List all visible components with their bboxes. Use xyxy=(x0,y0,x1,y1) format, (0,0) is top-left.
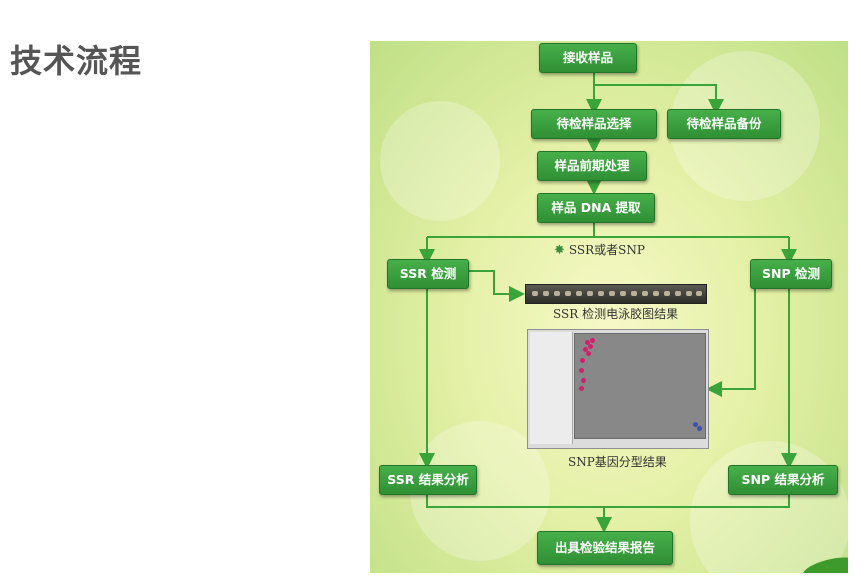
background-bubble xyxy=(380,101,500,221)
node-receive: 接收样品 xyxy=(539,43,637,73)
snp-sidebar xyxy=(530,332,573,444)
gel-band xyxy=(631,291,637,296)
snp-point xyxy=(693,422,698,427)
gel-band xyxy=(642,291,648,296)
node-backup: 待检样品备份 xyxy=(667,109,781,139)
node-snp-analysis: SNP 结果分析 xyxy=(728,465,838,495)
line-merge xyxy=(426,493,790,508)
node-select: 待检样品选择 xyxy=(531,109,657,139)
branch-label: ✸SSR或者SNP xyxy=(554,239,645,258)
snp-point xyxy=(580,358,585,363)
gel-band xyxy=(620,291,626,296)
node-extract: 样品 DNA 提取 xyxy=(537,193,655,223)
snp-point xyxy=(586,351,591,356)
snp-point xyxy=(588,344,593,349)
snp-point xyxy=(583,347,588,352)
node-ssr-analysis: SSR 结果分析 xyxy=(379,465,477,495)
arrow-snp-genotype xyxy=(706,285,756,397)
snp-point xyxy=(581,378,586,383)
node-report: 出具检验结果报告 xyxy=(537,531,673,565)
gel-band xyxy=(576,291,582,296)
gel-image xyxy=(525,284,707,304)
workflow-diagram: 接收样品 待检样品选择 待检样品备份 样品前期处理 样品 DNA 提取 ✸SSR… xyxy=(370,41,848,573)
snp-point xyxy=(585,340,590,345)
arrow-receive-backup xyxy=(594,84,724,115)
gel-band xyxy=(696,291,702,296)
snp-genotype-image xyxy=(527,329,709,449)
branch-text: SSR或者SNP xyxy=(568,243,645,257)
gel-band xyxy=(686,291,692,296)
flower-icon: ✸ xyxy=(554,243,565,258)
gel-band xyxy=(653,291,659,296)
node-ssr-detect: SSR 检测 xyxy=(387,259,469,289)
gel-caption: SSR 检测电泳胶图结果 xyxy=(553,307,679,321)
gel-band xyxy=(565,291,571,296)
snp-caption: SNP基因分型结果 xyxy=(568,455,667,469)
gel-band xyxy=(664,291,670,296)
snp-scatter-plot xyxy=(574,333,706,439)
gel-band xyxy=(554,291,560,296)
gel-band xyxy=(598,291,604,296)
connector-lines xyxy=(419,69,797,533)
snp-point xyxy=(697,426,702,431)
node-snp-detect: SNP 检测 xyxy=(750,259,832,289)
node-preprocess: 样品前期处理 xyxy=(537,151,647,181)
snp-point xyxy=(590,338,595,343)
snp-point xyxy=(579,386,584,391)
gel-band xyxy=(532,291,538,296)
gel-band xyxy=(543,291,549,296)
arrow-ssr-gel xyxy=(467,270,525,302)
snp-point xyxy=(579,368,584,373)
gel-band xyxy=(675,291,681,296)
page-title: 技术流程 xyxy=(10,42,143,80)
gel-band xyxy=(587,291,593,296)
gel-band xyxy=(609,291,615,296)
